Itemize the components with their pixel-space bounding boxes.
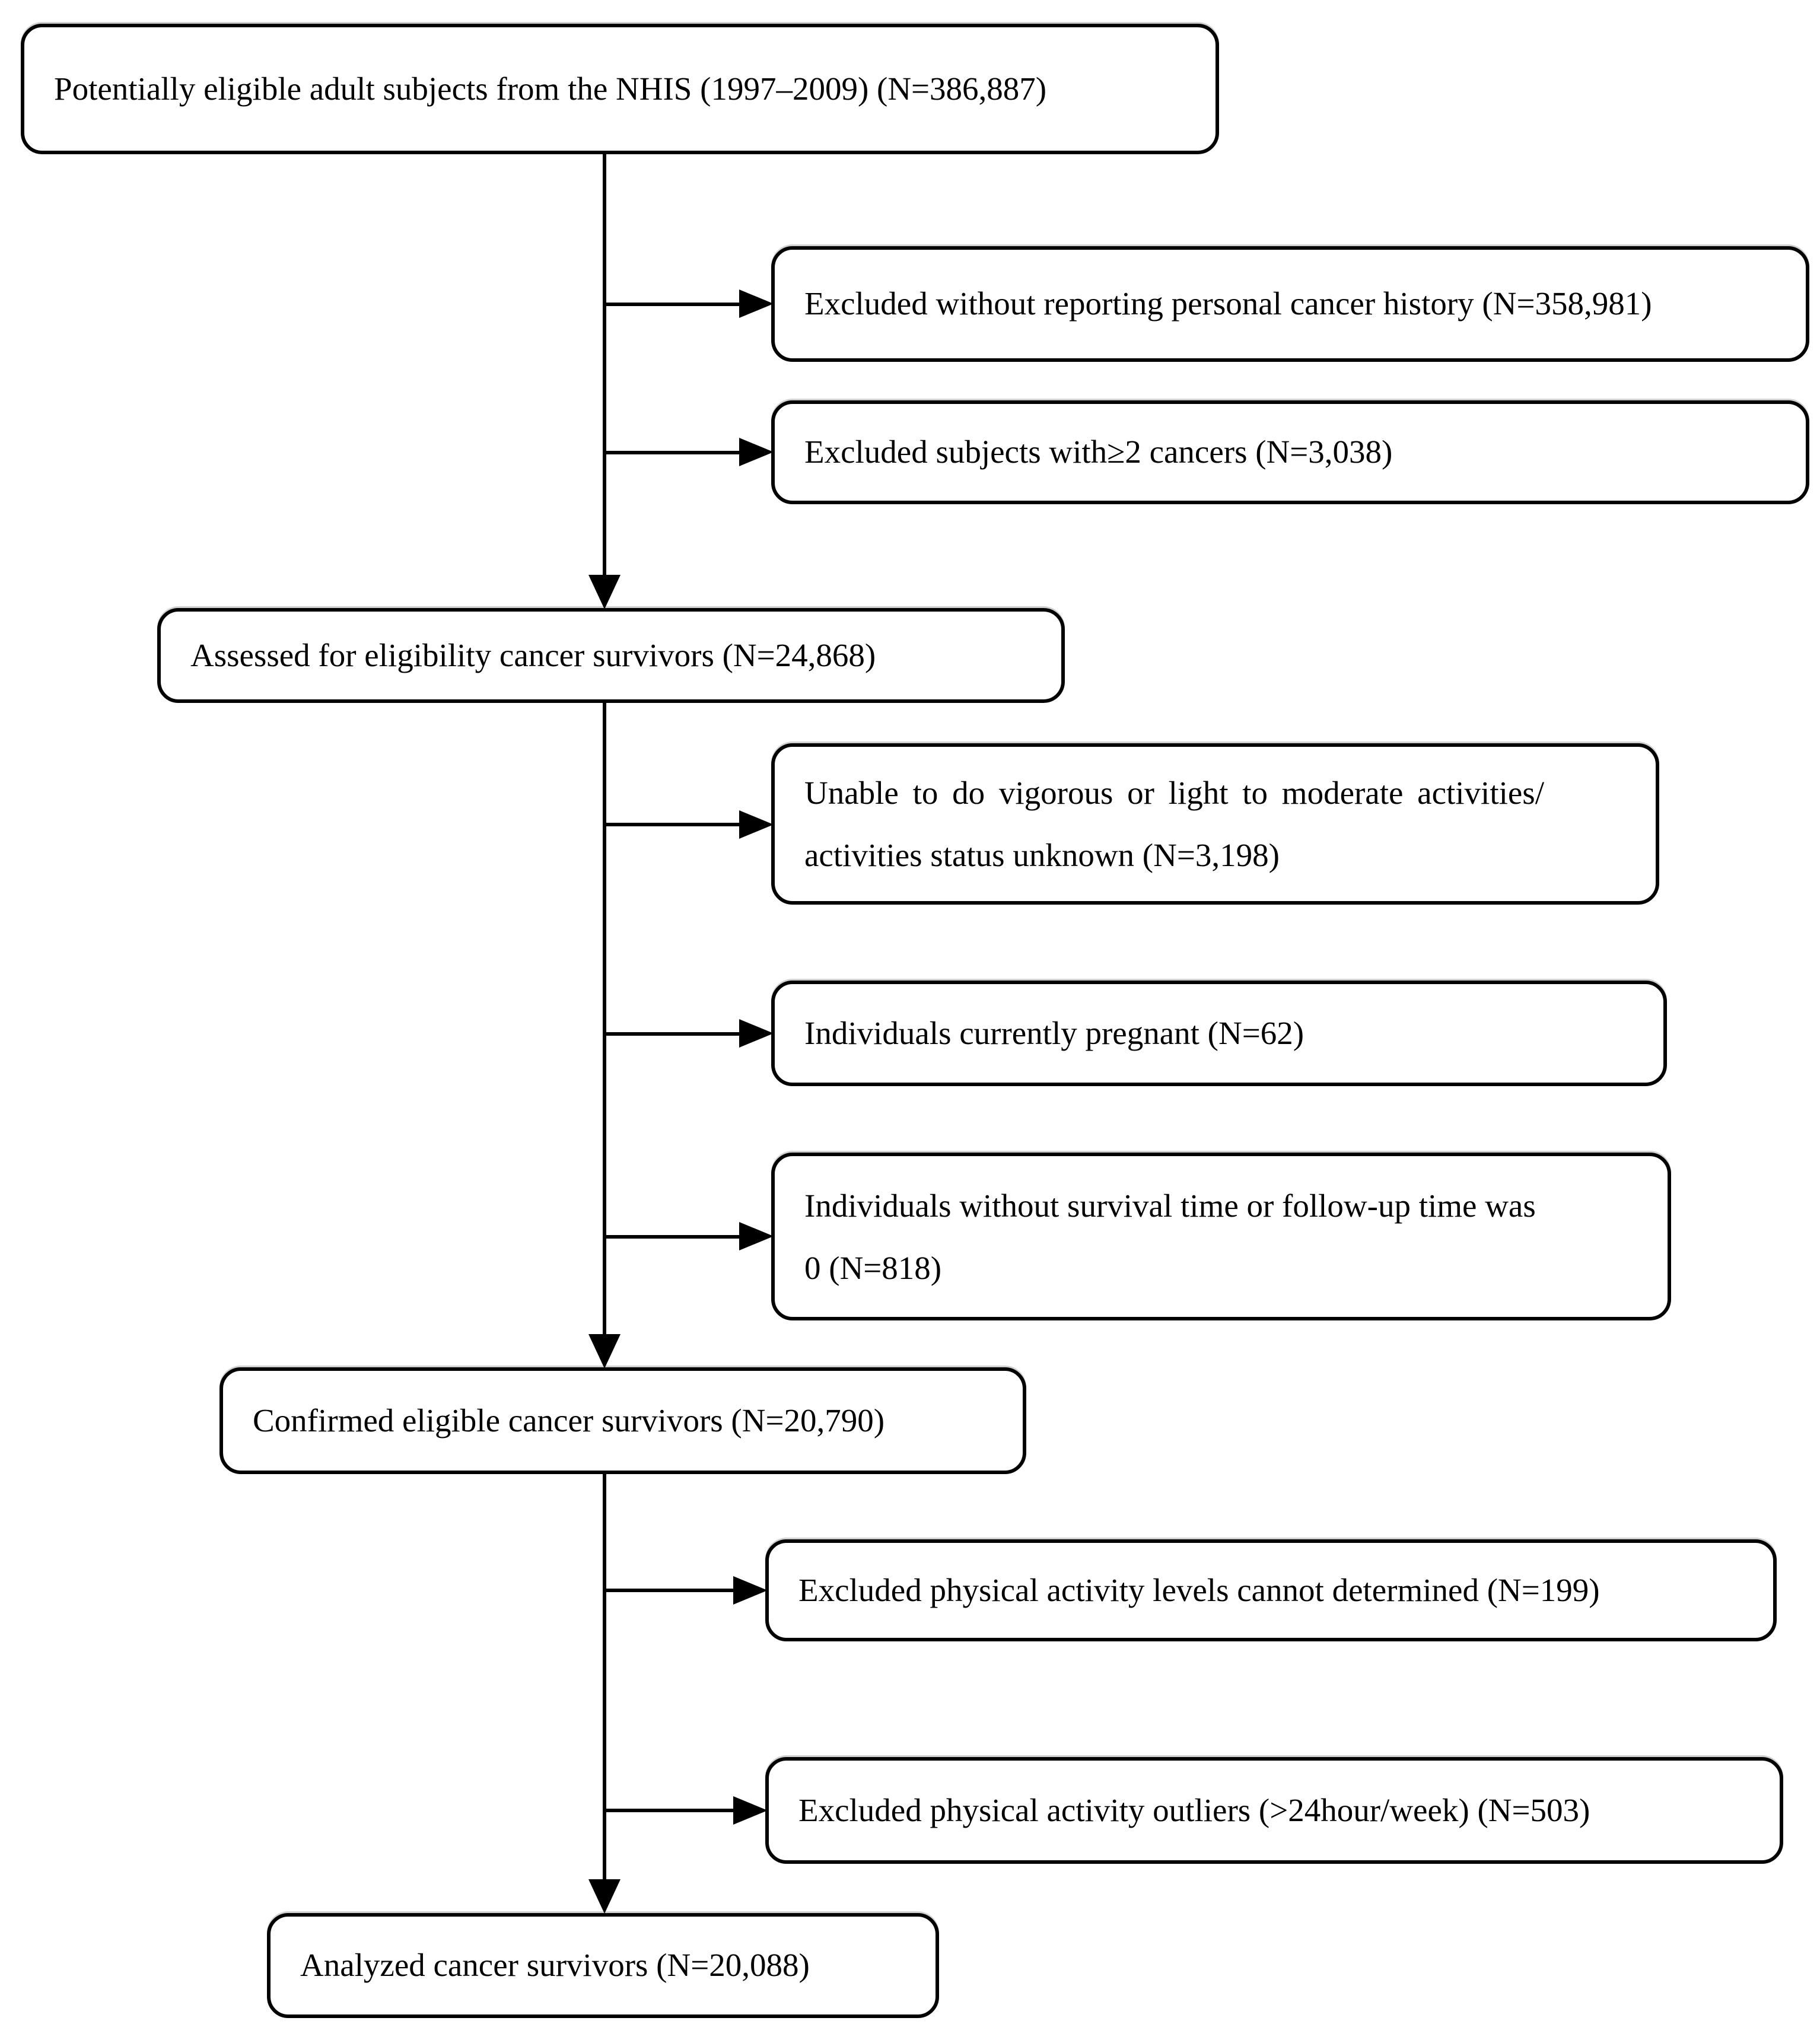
- connector-branch-line-3: [604, 823, 742, 826]
- arrow-right-icon: [739, 1222, 774, 1250]
- connector-branch-line-1: [604, 303, 742, 306]
- flow-node-label-line1: Individuals without survival time or fol…: [804, 1187, 1536, 1224]
- flow-node-no-survival-time: Individuals without survival time or fol…: [771, 1153, 1671, 1320]
- arrow-down-icon: [588, 575, 621, 609]
- flow-node-label: Excluded physical activity levels cannot…: [798, 1571, 1600, 1608]
- arrow-right-icon: [739, 438, 774, 466]
- connector-branch-line-6: [604, 1589, 736, 1592]
- connector-vertical-line-2: [603, 703, 606, 1335]
- flow-node-confirmed-eligible: Confirmed eligible cancer survivors (N=2…: [219, 1367, 1026, 1474]
- flow-node-label-line1: Unable to do vigorous or light to modera…: [804, 775, 1544, 811]
- connector-branch-line-4: [604, 1032, 742, 1036]
- flow-node-currently-pregnant: Individuals currently pregnant (N=62): [771, 981, 1667, 1086]
- flow-node-excluded-pa-undetermined: Excluded physical activity levels cannot…: [765, 1539, 1777, 1641]
- flow-node-label-line2: 0 (N=818): [804, 1249, 942, 1286]
- connector-branch-line-5: [604, 1235, 742, 1239]
- arrow-right-icon: [739, 810, 774, 839]
- flow-node-label: Excluded without reporting personal canc…: [804, 285, 1652, 322]
- flow-node-excluded-pa-outliers: Excluded physical activity outliers (>24…: [765, 1757, 1783, 1864]
- flow-node-label: Excluded subjects with≥2 cancers (N=3,03…: [804, 434, 1393, 470]
- flow-node-excluded-no-cancer-history: Excluded without reporting personal canc…: [771, 246, 1809, 362]
- connector-branch-line-7: [604, 1809, 736, 1812]
- flow-node-excluded-two-or-more-cancers: Excluded subjects with≥2 cancers (N=3,03…: [771, 400, 1809, 504]
- flow-node-assessed-for-eligibility: Assessed for eligibility cancer survivor…: [157, 608, 1065, 703]
- arrow-right-icon: [739, 1019, 774, 1048]
- arrow-down-icon: [588, 1879, 621, 1914]
- connector-vertical-line-1: [603, 154, 606, 578]
- flow-node-label: Excluded physical activity outliers (>24…: [798, 1791, 1590, 1828]
- flow-node-potentially-eligible: Potentially eligible adult subjects from…: [21, 24, 1219, 154]
- arrow-right-icon: [733, 1576, 768, 1605]
- arrow-right-icon: [739, 289, 774, 318]
- flow-node-unable-activities: Unable to do vigorous or light to modera…: [771, 743, 1659, 905]
- connector-branch-line-2: [604, 451, 742, 454]
- flow-node-label: Analyzed cancer survivors (N=20,088): [300, 1947, 810, 1984]
- flow-node-label: Potentially eligible adult subjects from…: [54, 70, 1047, 107]
- flow-node-label: Individuals currently pregnant (N=62): [804, 1014, 1304, 1051]
- flow-node-label: Confirmed eligible cancer survivors (N=2…: [253, 1402, 885, 1438]
- arrow-down-icon: [588, 1334, 621, 1369]
- flow-node-analyzed: Analyzed cancer survivors (N=20,088): [267, 1913, 939, 2018]
- flow-node-label: Assessed for eligibility cancer survivor…: [190, 636, 876, 673]
- connector-vertical-line-3: [603, 1474, 606, 1880]
- arrow-right-icon: [733, 1796, 768, 1825]
- flow-node-label-line2: activities status unknown (N=3,198): [804, 837, 1280, 873]
